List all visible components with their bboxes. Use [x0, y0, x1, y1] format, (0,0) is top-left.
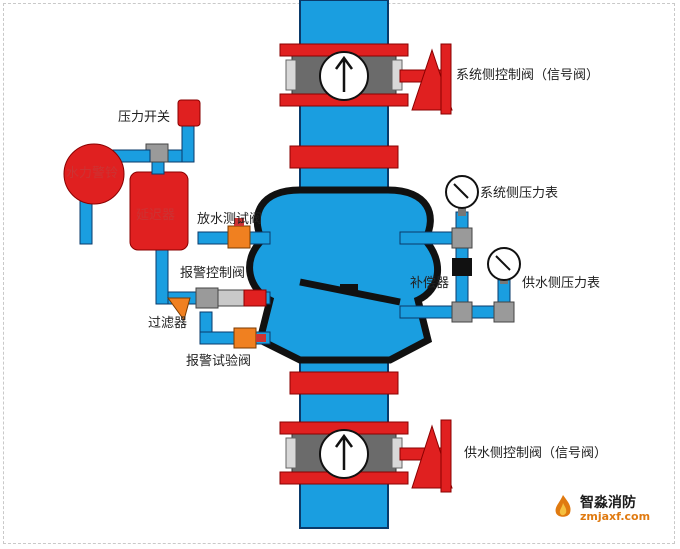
system-side-control-valve — [279, 43, 453, 115]
alarm-line-piping — [155, 249, 271, 349]
label-filter: 过滤器 — [148, 316, 188, 331]
hydraulic-alarm-bell — [63, 143, 125, 205]
label-retarding-chamber: 延迟器 — [136, 208, 176, 223]
label-alarm-control-valve: 报警控制阀 — [180, 266, 246, 281]
alarm-valve-body — [246, 186, 442, 364]
drain-test-valve — [197, 218, 271, 249]
gauge-branch-right — [399, 206, 515, 323]
label-supply-control-valve: 供水侧控制阀（信号阀） — [464, 446, 608, 461]
label-alarm-test-valve: 报警试验阀 — [186, 354, 252, 369]
label-drain-test-valve: 放水测试阀 — [197, 212, 263, 227]
system-side-pressure-gauge — [445, 175, 479, 209]
logo-name: 智淼消防 — [580, 495, 636, 511]
logo-domain: zmjaxf.com — [580, 510, 651, 523]
supply-side-pressure-gauge — [487, 247, 521, 281]
label-pressure-switch: 压力开关 — [118, 110, 171, 125]
lower-flange — [289, 371, 399, 395]
filter-fitting — [167, 297, 191, 322]
label-system-control-valve: 系统侧控制阀（信号阀） — [456, 68, 600, 83]
label-compensator: 补偿器 — [410, 276, 450, 291]
label-supply-pressure-gauge: 供水侧压力表 — [522, 276, 601, 291]
label-hydraulic-alarm: 水力警铃 — [66, 166, 119, 181]
brand-logo: 智淼消防 zmjaxf.com — [550, 492, 660, 528]
label-system-pressure-gauge: 系统侧压力表 — [480, 186, 559, 201]
upper-flange — [289, 145, 399, 169]
pressure-switch — [177, 99, 201, 127]
flame-logo-icon — [555, 495, 571, 517]
supply-side-control-valve — [279, 419, 453, 493]
